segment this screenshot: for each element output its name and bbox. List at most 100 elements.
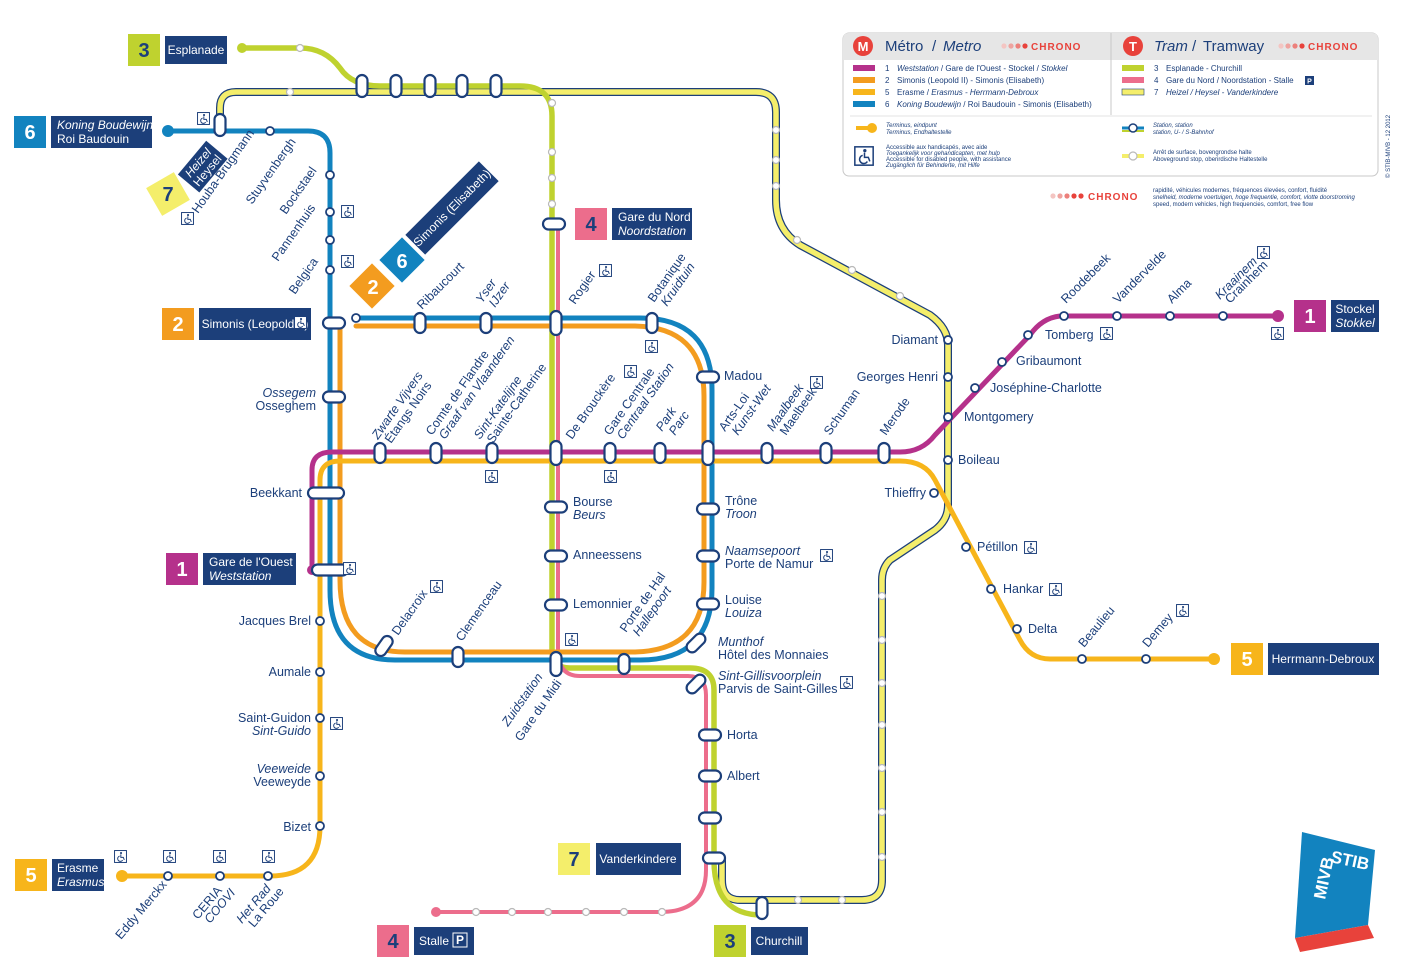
svg-text:3: 3	[724, 931, 735, 953]
terminal-koning-boudewijn[interactable]: 6 Koning Boudewijn Roi Baudouin	[14, 116, 153, 148]
svg-text:T: T	[1129, 39, 1137, 54]
label-clemenceau: Clemenceau	[453, 578, 505, 644]
svg-text:CHRONO: CHRONO	[1308, 42, 1358, 53]
terminal-heysel[interactable]: Heizel Heysel 7	[146, 140, 228, 216]
surface-stop-22	[507, 907, 517, 917]
svg-text:CHRONO: CHRONO	[1088, 192, 1138, 203]
terminal-simonis-leopold[interactable]: 2 Simonis (Leopold II)	[162, 308, 311, 340]
station-delacroix	[374, 634, 394, 658]
terminal-gare-du-nord[interactable]: 4 Gare du Nord Noordstation	[575, 208, 692, 240]
station-zwarte-vijvers	[373, 441, 387, 465]
line-7-tram	[216, 88, 952, 904]
station-diamant	[943, 335, 953, 345]
wheelchair-icon	[810, 376, 823, 389]
station-roodebeek	[1059, 311, 1069, 321]
label-josephine-charlotte: Joséphine-Charlotte	[990, 381, 1102, 395]
station-tram-3-0	[355, 73, 369, 99]
station-stuyvenbergh	[325, 170, 335, 180]
station-josephine-charlotte	[970, 383, 980, 393]
svg-text:P: P	[456, 933, 464, 947]
wheelchair-icon	[1257, 246, 1270, 259]
surface-stop-16	[877, 763, 887, 773]
station-trone	[695, 502, 721, 516]
svg-text:Accessible aux handicapés, ave: Accessible aux handicapés, avec aide	[886, 145, 988, 151]
terminal-stockel[interactable]: 1 Stockel Stokkel	[1294, 300, 1379, 332]
station-markers	[163, 43, 1228, 921]
line-5-metro	[119, 458, 1217, 879]
svg-text:Herrmann-Debroux: Herrmann-Debroux	[1272, 652, 1375, 666]
svg-text:3: 3	[1154, 64, 1159, 73]
svg-text:Stokkel: Stokkel	[1335, 316, 1375, 330]
station-saint-guidon	[315, 713, 325, 723]
label-troon: Troon	[725, 507, 757, 521]
svg-text:rapidité, véhicules modernes,: rapidité, véhicules modernes, fréquences…	[1153, 188, 1328, 194]
station-georges-henri	[943, 372, 953, 382]
terminal-erasme[interactable]: 5 Erasme Erasmus	[15, 859, 104, 891]
terminal-vanderkindere[interactable]: 7 Vanderkindere	[558, 843, 681, 875]
svg-text:Arrêt de surface, bovengrondse: Arrêt de surface, bovengrondse halte	[1153, 150, 1252, 156]
terminal-churchill[interactable]: 3 Churchill	[714, 925, 808, 957]
station-bockstael	[325, 207, 335, 217]
tram-t-icon	[1123, 36, 1143, 56]
svg-text:2: 2	[885, 76, 890, 85]
terminal-herrmann-debroux[interactable]: 5 Herrmann-Debroux	[1231, 643, 1379, 675]
surface-stop-1	[285, 87, 295, 97]
station-gare-de-louest	[310, 563, 350, 577]
station-tram-3-4	[489, 73, 503, 99]
surface-stop-21	[471, 907, 481, 917]
station-arts-loi	[701, 439, 715, 467]
label-vandervelde: Vandervelde	[1110, 247, 1169, 306]
label-sint-gillis: Sint-Gillisvoorplein	[718, 669, 822, 683]
surface-stop-5	[547, 199, 557, 209]
station-thieffry	[929, 488, 939, 498]
svg-text:4: 4	[585, 214, 597, 236]
wheelchair-icon	[565, 633, 578, 646]
svg-text:Tramway: Tramway	[1203, 38, 1265, 55]
station-madou	[695, 370, 721, 384]
label-albert: Albert	[727, 769, 760, 783]
terminal-gare-de-louest[interactable]: 1 Gare de l'Ouest Weststation	[166, 553, 296, 585]
label-georges-henri: Georges Henri	[857, 370, 938, 384]
label-ribaucourt: Ribaucourt	[414, 259, 467, 312]
station-munthof	[685, 632, 707, 654]
label-bourse: Bourse	[573, 495, 613, 509]
svg-text:Weststation / Gare de l'Ouest: Weststation / Gare de l'Ouest - Stockel …	[897, 64, 1068, 73]
station-petillon	[961, 542, 971, 552]
svg-text:7: 7	[1154, 88, 1159, 97]
label-hotel-des-monnaies: Hôtel des Monnaies	[718, 648, 828, 662]
metro-m-icon	[853, 36, 873, 56]
svg-text:Terminus, eindpunt: Terminus, eindpunt	[886, 123, 937, 129]
surface-stop-9	[792, 235, 802, 245]
surface-stop-15	[877, 720, 887, 730]
svg-text:Accessible for disabled people: Accessible for disabled people, with ass…	[886, 157, 1012, 163]
label-thieffry: Thieffry	[885, 486, 927, 500]
svg-text:Weststation: Weststation	[209, 569, 272, 583]
svg-text:Churchill: Churchill	[756, 934, 803, 948]
label-madou: Madou	[724, 369, 762, 383]
station-tram-3-1	[389, 73, 403, 99]
svg-text:Gare de l'Ouest: Gare de l'Ouest	[209, 555, 293, 569]
station-simonis-leopold	[321, 316, 347, 330]
svg-text:Erasme: Erasme	[57, 861, 99, 875]
station-heysel	[213, 112, 227, 138]
svg-text:2: 2	[367, 277, 378, 299]
station-maalbeek	[760, 441, 774, 465]
label-naamsepoort: Naamsepoort	[725, 544, 801, 558]
terminal-esplanade[interactable]: 3 Esplanade	[128, 34, 227, 66]
station-clemenceau	[451, 645, 465, 669]
label-delacroix: Delacroix	[389, 586, 431, 637]
surface-stop-18	[877, 852, 887, 862]
line-1-metro	[309, 313, 1281, 573]
svg-text:1: 1	[1304, 306, 1315, 328]
wheelchair-icon	[213, 850, 226, 863]
wheelchair-icon	[840, 676, 853, 689]
terminal-stalle[interactable]: 4 Stalle P	[377, 925, 474, 957]
surface-stop-6	[771, 125, 781, 135]
surface-stop-0	[295, 43, 305, 53]
svg-text:Métro: Métro	[885, 38, 923, 55]
station-vandervelde	[1112, 311, 1122, 321]
station-anneessens	[543, 549, 569, 563]
station-tomberg	[1023, 330, 1033, 340]
station-aumale	[315, 667, 325, 677]
terminal-simonis-elisabeth[interactable]: 2 6 Simonis (Elisabeth)	[349, 161, 499, 309]
